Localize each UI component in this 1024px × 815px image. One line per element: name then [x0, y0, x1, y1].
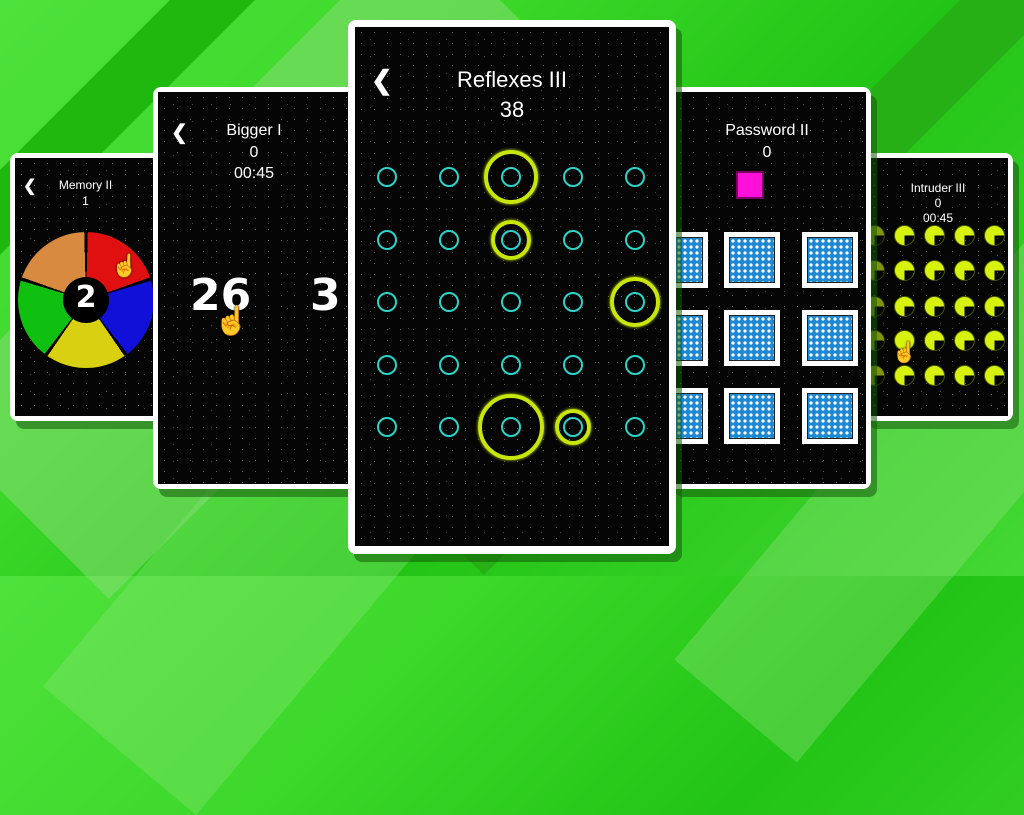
intruder-piece[interactable] [924, 365, 945, 386]
game-title: Memory II [58, 178, 113, 192]
game-score: 0 [249, 144, 259, 161]
intruder-piece[interactable] [868, 365, 885, 386]
grid-dot[interactable] [377, 230, 397, 250]
intruder-piece[interactable] [894, 225, 915, 246]
intruder-piece[interactable] [924, 225, 945, 246]
intruder-game-card[interactable]: Intruder III 0 00:45 [863, 153, 1013, 421]
intruder-piece[interactable] [984, 225, 1005, 246]
reflexes-screen: ❮ Reflexes III 38 [355, 27, 669, 546]
intruder-piece[interactable] [924, 296, 945, 317]
tap-hand-icon: ☝ [892, 342, 917, 364]
chevron-left-icon[interactable]: ❮ [371, 65, 393, 95]
password-tile[interactable] [724, 310, 780, 366]
game-title: Bigger I [226, 122, 282, 139]
memory-game-card[interactable]: ❮ Memory II 1 2 ☝ [10, 153, 161, 421]
grid-dot[interactable] [377, 167, 397, 187]
game-score: 1 [82, 194, 89, 208]
intruder-screen: Intruder III 0 00:45 [868, 158, 1008, 416]
intruder-piece[interactable] [984, 365, 1005, 386]
intruder-piece[interactable] [984, 330, 1005, 351]
grid-dot[interactable] [501, 355, 521, 375]
chevron-left-icon[interactable]: ❮ [171, 122, 188, 144]
target-ring[interactable] [555, 409, 591, 445]
intruder-piece[interactable] [894, 296, 915, 317]
grid-dot[interactable] [439, 292, 459, 312]
wheel-center [63, 277, 109, 323]
password-tile[interactable] [724, 388, 780, 444]
grid-dot[interactable] [377, 292, 397, 312]
bigger-game-card[interactable]: ❮ Bigger I 0 00:45 26 3 ☝ [153, 87, 355, 489]
game-timer: 00:45 [233, 165, 275, 182]
game-title: Intruder III [910, 181, 966, 195]
reflexes-game-card[interactable]: ❮ Reflexes III 38 [348, 20, 676, 554]
game-timer: 00:45 [922, 211, 954, 225]
grid-dot[interactable] [439, 230, 459, 250]
intruder-piece[interactable] [868, 296, 885, 317]
password-tile[interactable] [674, 232, 708, 288]
target-ring[interactable] [478, 394, 544, 460]
target-ring[interactable] [491, 220, 531, 260]
grid-dot[interactable] [563, 167, 583, 187]
intruder-piece[interactable] [954, 260, 975, 281]
intruder-piece[interactable] [954, 330, 975, 351]
intruder-piece[interactable] [984, 296, 1005, 317]
password-tile[interactable] [802, 388, 858, 444]
intruder-piece[interactable] [894, 260, 915, 281]
tap-hand-icon: ☝ [111, 253, 139, 278]
grid-dot[interactable] [439, 417, 459, 437]
bigger-screen: ❮ Bigger I 0 00:45 26 3 ☝ [158, 92, 350, 484]
password-tile[interactable] [724, 232, 780, 288]
game-score: 38 [499, 97, 525, 122]
intruder-piece[interactable] [984, 260, 1005, 281]
grid-dot[interactable] [439, 355, 459, 375]
grid-dot[interactable] [625, 355, 645, 375]
password-game-card[interactable]: Password II 0 [669, 87, 871, 489]
grid-dot[interactable] [625, 230, 645, 250]
grid-dot[interactable] [563, 292, 583, 312]
right-number-option[interactable]: 3 [310, 270, 341, 321]
intruder-piece-odd[interactable] [894, 330, 915, 351]
grid-dot[interactable] [501, 292, 521, 312]
game-title: Reflexes III [456, 67, 568, 92]
password-tile[interactable] [674, 388, 708, 444]
intruder-piece[interactable] [924, 260, 945, 281]
target-ring[interactable] [484, 150, 538, 204]
password-tile[interactable] [802, 310, 858, 366]
intruder-piece[interactable] [954, 225, 975, 246]
intruder-piece[interactable] [868, 225, 885, 246]
password-screen: Password II 0 [674, 92, 866, 484]
memory-screen: ❮ Memory II 1 2 ☝ [15, 158, 156, 416]
intruder-piece[interactable] [924, 330, 945, 351]
password-tile[interactable] [802, 232, 858, 288]
chevron-left-icon[interactable]: ❮ [23, 178, 37, 195]
tap-hand-icon: ☝ [214, 305, 249, 336]
sequence-number: 2 [75, 280, 97, 315]
intruder-piece[interactable] [868, 260, 885, 281]
grid-dot[interactable] [563, 230, 583, 250]
game-score: 0 [762, 144, 772, 161]
game-score: 0 [934, 196, 942, 210]
grid-dot[interactable] [377, 417, 397, 437]
reflex-grid [355, 27, 669, 546]
grid-dot[interactable] [563, 355, 583, 375]
grid-dot[interactable] [439, 167, 459, 187]
game-title: Password II [725, 122, 809, 139]
target-color-swatch [736, 171, 764, 199]
grid-dot[interactable] [625, 417, 645, 437]
target-ring[interactable] [610, 277, 660, 327]
intruder-piece[interactable] [954, 365, 975, 386]
grid-dot[interactable] [377, 355, 397, 375]
grid-dot[interactable] [625, 167, 645, 187]
intruder-piece[interactable] [894, 365, 915, 386]
intruder-piece[interactable] [868, 330, 885, 351]
left-number-option[interactable]: 26 [190, 270, 252, 321]
intruder-piece[interactable] [954, 296, 975, 317]
intruder-grid [868, 158, 1008, 416]
password-tile[interactable] [674, 310, 708, 366]
